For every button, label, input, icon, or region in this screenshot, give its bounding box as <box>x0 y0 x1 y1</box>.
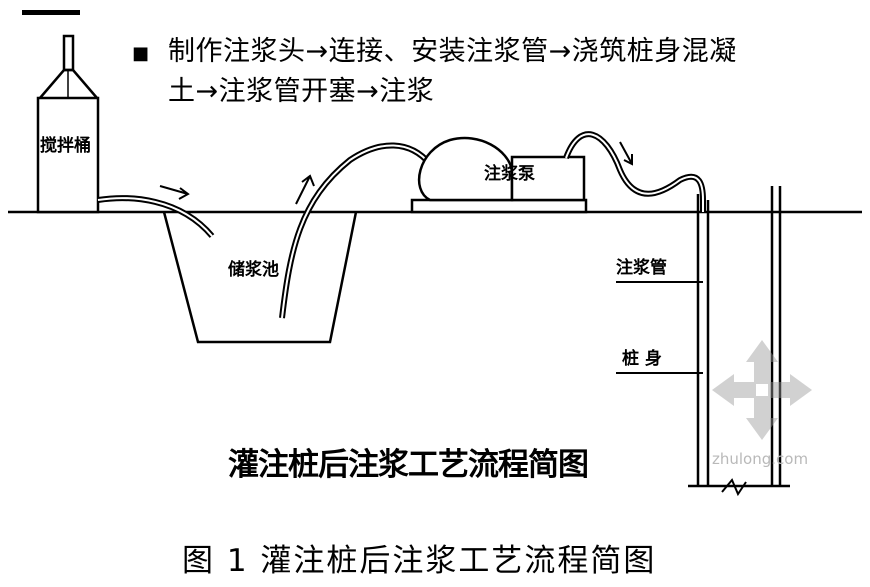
grout-pump <box>410 136 588 214</box>
flow-arrow-2 <box>295 174 315 205</box>
label-grout-pipe: 注浆管 <box>616 258 667 278</box>
diagram-inner-title: 灌注桩后注浆工艺流程简图 <box>228 447 589 483</box>
suction-pipe <box>279 142 433 319</box>
label-pump: 注浆泵 <box>484 164 535 184</box>
figure-caption: 图 1 灌注桩后注浆工艺流程简图 <box>182 543 657 579</box>
flow-text-line1: 制作注浆头→连接、安装注浆管→浇筑桩身混凝 <box>168 36 737 67</box>
watermark-logo <box>712 340 812 440</box>
watermark-text: zhulong.com <box>712 450 809 468</box>
label-mixer: 搅拌桶 <box>40 136 91 156</box>
mixing-tank <box>36 34 100 214</box>
corner-mark <box>22 10 80 15</box>
flow-bullet: ■ <box>132 43 150 64</box>
pile-body <box>688 186 790 497</box>
flow-arrow-3 <box>619 141 633 166</box>
storage-pool <box>162 211 358 344</box>
label-pool: 储浆池 <box>228 260 279 280</box>
feed-pipe <box>97 195 215 238</box>
flow-text-line2: 土→注浆管开塞→注浆 <box>168 76 435 107</box>
label-pile: 桩 身 <box>622 349 662 369</box>
flow-arrow-1 <box>159 185 190 200</box>
